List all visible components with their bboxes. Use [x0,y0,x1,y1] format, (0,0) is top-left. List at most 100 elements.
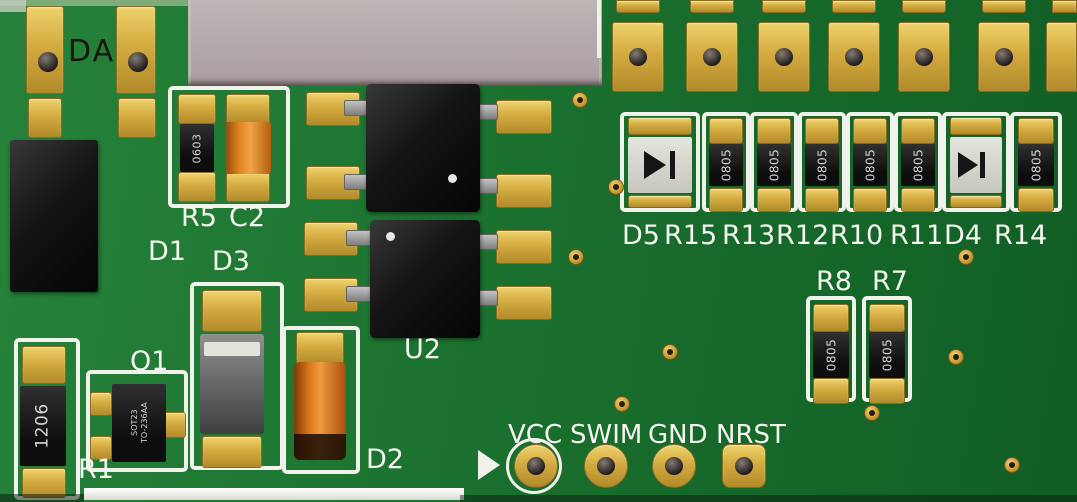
component-q1-body[interactable]: SOT23 TO-236AA [112,384,166,462]
pad [90,436,112,460]
label-u2: U2 [404,334,441,365]
component-r10-body[interactable]: 0805 [853,144,887,186]
d5-cathode-bar [670,151,675,179]
pad [813,378,849,404]
label-d4: D4 [944,220,982,251]
via [1004,457,1020,473]
connector-pad [116,6,156,94]
pad [202,290,262,332]
board-edge-shadow [0,494,84,502]
pad [496,230,552,264]
pad [853,118,887,144]
d3-cathode-stripe [204,342,260,356]
r10-marking: 0805 [862,148,877,182]
pad [805,118,839,144]
r12-marking: 0805 [814,148,829,182]
component-r7-body[interactable]: 0805 [869,332,905,378]
pad [901,118,935,144]
drill-hole [995,48,1013,66]
pad [709,118,743,144]
d4-diode-symbol [958,152,978,178]
connector-pad [26,6,64,94]
pad [813,304,849,332]
r11-marking: 0805 [910,148,925,182]
r13-marking: 0805 [766,148,781,182]
component-r13-body[interactable]: 0805 [757,144,791,186]
silkscreen-outline-q1 [86,370,188,472]
component-r12-body[interactable]: 0805 [805,144,839,186]
drill-hole [845,48,863,66]
edge-finger [690,0,734,13]
drill-hole [703,48,721,66]
component-d2-body[interactable] [294,362,346,460]
pad [853,188,887,212]
via [864,405,880,421]
pad [22,468,66,498]
via [608,179,624,195]
header-pad-gnd [652,444,696,488]
component-u2a-body[interactable] [366,84,480,212]
drill-hole [915,48,933,66]
pad [226,172,270,202]
pad [869,304,905,332]
pin1-marker [386,232,395,241]
via [572,92,588,108]
drill-hole [665,457,683,475]
connector-pad [1046,22,1077,92]
r7-marking: 0805 [879,338,894,372]
pad [757,188,791,212]
label-r10: R10 [830,220,884,251]
pad [709,188,743,212]
drill-hole [775,48,793,66]
r8-marking: 0805 [823,338,838,372]
component-d1-body[interactable] [10,140,98,292]
silkscreen-ring [506,438,562,494]
component-r1-body[interactable]: 1206 [20,386,66,466]
q1-marking-line1: SOT23 [129,409,139,437]
connector-pad [758,22,810,92]
label-r11: R11 [890,220,944,251]
label-da: DA [68,34,116,69]
pad [178,172,216,202]
silkscreen-outline-r5-c2 [168,86,290,208]
label-r1: R1 [78,454,114,485]
component-r14-body[interactable]: 0805 [1018,144,1054,186]
pad [296,332,344,364]
board-edge-silk-line [597,0,601,58]
component-c2-body[interactable] [225,122,271,174]
pad [28,98,62,138]
corner-highlight [0,0,26,12]
r14-marking: 0805 [1028,148,1043,182]
pad [90,392,112,416]
label-r12: R12 [776,220,830,251]
pad [628,117,692,135]
component-r8-body[interactable]: 0805 [813,332,849,378]
edge-finger [832,0,876,13]
pad [22,346,66,384]
background-cutout [188,0,602,86]
label-d1: D1 [148,236,186,267]
label-r15: R15 [664,220,718,251]
pad [805,188,839,212]
drill-hole [527,457,545,475]
via [662,344,678,360]
component-r15-body[interactable]: 0805 [709,144,743,186]
edge-finger [982,0,1026,13]
pad [628,195,692,208]
component-r5-body[interactable]: 0603 [180,124,214,172]
pad [496,174,552,208]
pin1-arrow [478,450,500,480]
pad [1018,118,1054,144]
via [614,396,630,412]
pad [950,117,1002,135]
drill-hole [128,52,148,72]
drill-hole [38,52,58,72]
edge-finger [616,0,660,13]
board-edge-strip [84,488,464,500]
component-r11-body[interactable]: 0805 [901,144,935,186]
board-top-bevel [0,0,188,6]
drill-hole [629,48,647,66]
label-r7: R7 [872,266,908,297]
label-r8: R8 [816,266,852,297]
